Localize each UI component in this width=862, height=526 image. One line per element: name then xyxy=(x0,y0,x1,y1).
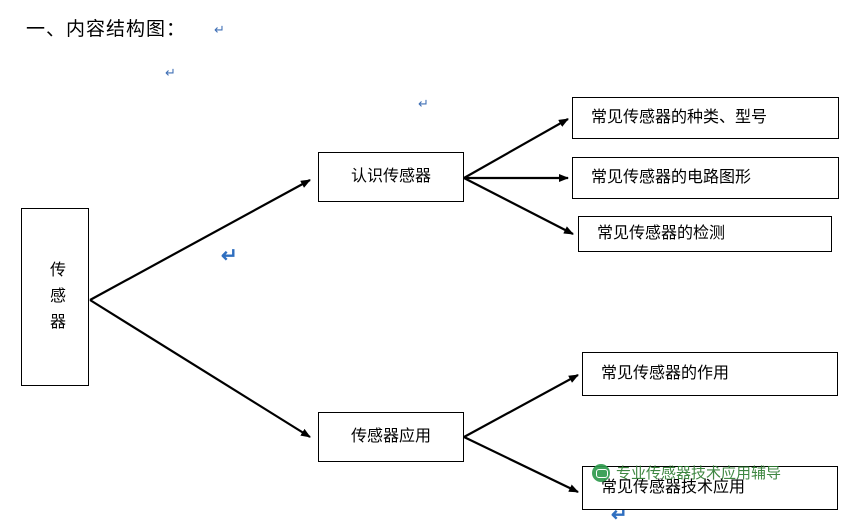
node-leaf-technology-application[interactable]: 常见传感器技术应用 xyxy=(582,466,838,510)
watermark-logo-icon xyxy=(592,463,610,482)
node-branch-recognize-sensor[interactable]: 认识传感器 xyxy=(318,152,464,202)
return-arrow-mark-1: ↵ xyxy=(221,245,238,267)
node-leaf-detection[interactable]: 常见传感器的检测 xyxy=(578,216,832,252)
node-root[interactable]: 传感器 xyxy=(21,208,89,386)
watermark-text: 专业传感器技术应用辅导 xyxy=(616,465,782,482)
pilcrow-mark-2: ↵ xyxy=(165,65,176,80)
pilcrow-mark-3: ↵ xyxy=(418,96,429,111)
node-leaf-function[interactable]: 常见传感器的作用 xyxy=(582,352,838,396)
watermark: 专业传感器技术应用辅导 xyxy=(592,462,781,483)
pilcrow-mark-1: ↵ xyxy=(214,22,225,37)
node-leaf-types-models[interactable]: 常见传感器的种类、型号 xyxy=(572,97,839,139)
page-title: 一、内容结构图： xyxy=(26,19,187,40)
node-leaf-circuit-diagram[interactable]: 常见传感器的电路图形 xyxy=(572,157,839,199)
node-branch-sensor-application[interactable]: 传感器应用 xyxy=(318,412,464,462)
